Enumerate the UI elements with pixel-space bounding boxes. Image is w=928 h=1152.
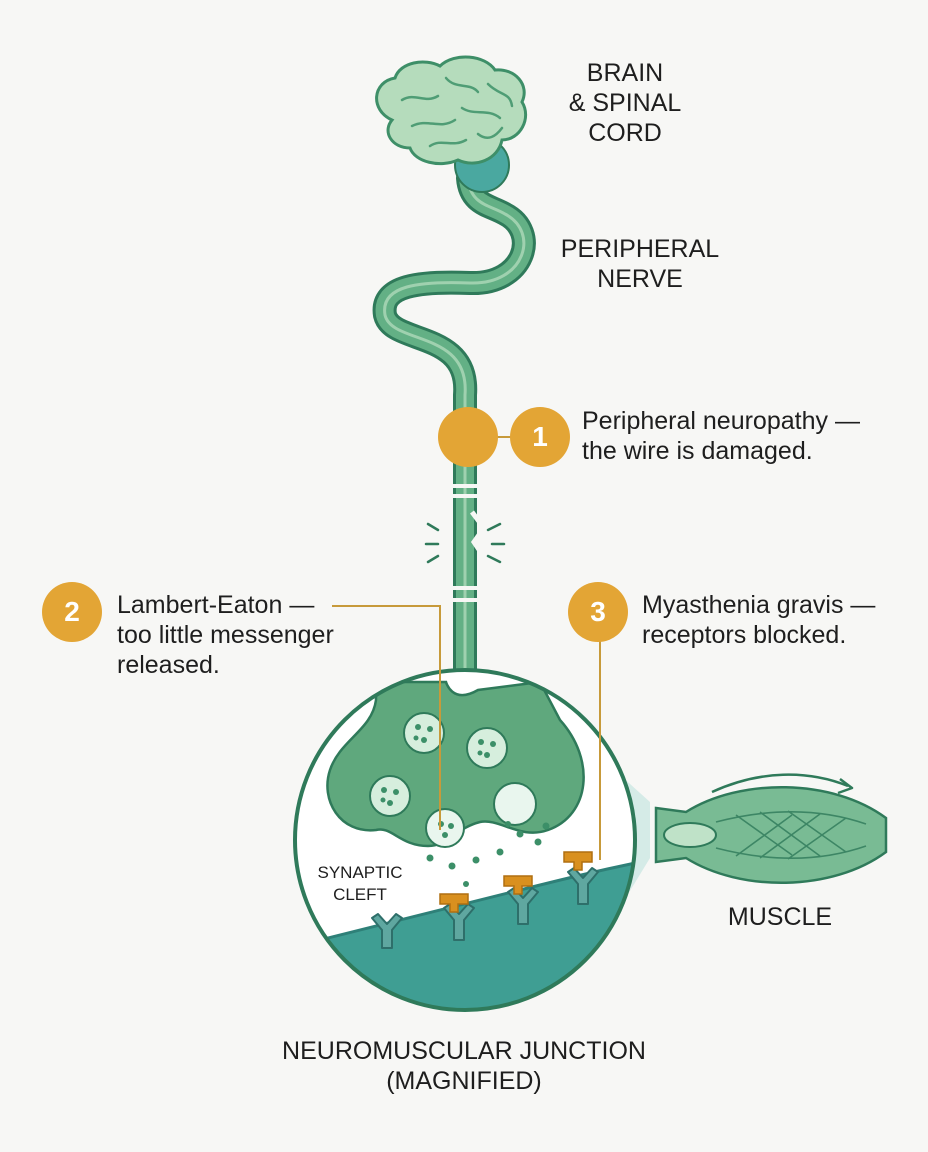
callout-1-number: 1 [532, 421, 548, 452]
callout-3-text: Myasthenia gravis — receptors blocked. [642, 591, 876, 649]
damage-sparks-icon [424, 522, 506, 564]
junction-magnified-view [293, 668, 637, 1012]
callout-3-number: 3 [590, 596, 606, 627]
badges [42, 407, 628, 642]
callout-2-number: 2 [64, 596, 80, 627]
callout-2-text: Lambert-Eaton — too little messenger rel… [117, 591, 334, 679]
peripheral-nerve [372, 166, 536, 712]
junction-caption: NEUROMUSCULAR JUNCTION (MAGNIFIED) [282, 1037, 646, 1095]
synaptic-cleft-label: SYNAPTIC CLEFT [317, 863, 403, 904]
callout-1-text: Peripheral neuropathy — the wire is dama… [582, 407, 860, 465]
muscle-illustration [654, 773, 888, 885]
muscle-label: MUSCLE [727, 903, 833, 931]
brain-illustration [375, 55, 528, 193]
peripheral-nerve-label: PERIPHERAL NERVE [560, 235, 720, 293]
brain-spinal-cord-label: BRAIN & SPINAL CORD [568, 59, 682, 147]
